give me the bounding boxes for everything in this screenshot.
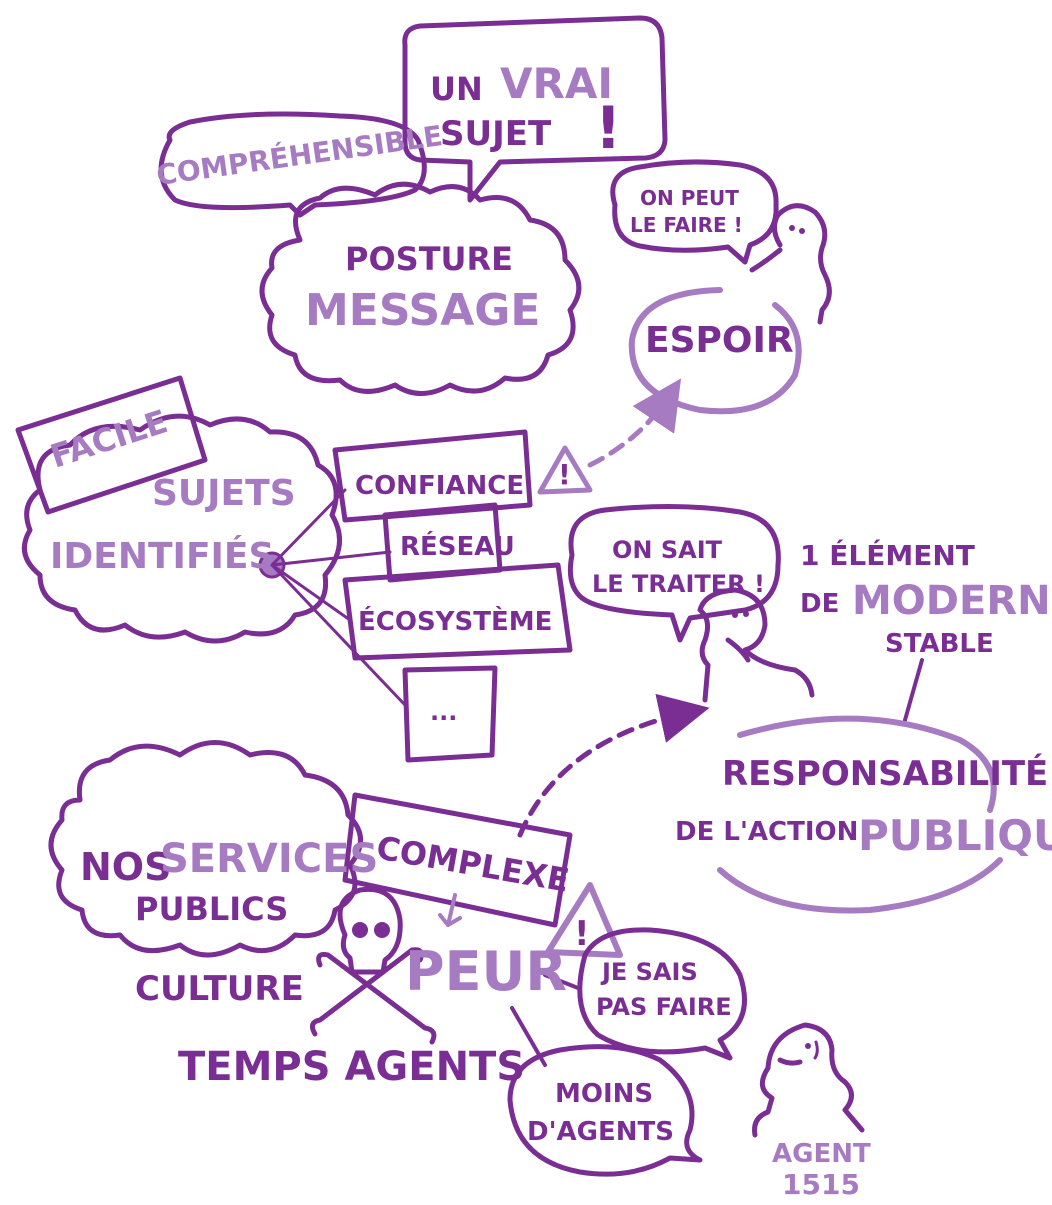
ecosysteme-label: ÉCOSYSTÈME: [358, 605, 552, 637]
agent-label-1: AGENT: [772, 1139, 871, 1169]
responsabilite-ellipse: [737, 715, 997, 813]
warning-triangle-icon: [537, 445, 593, 495]
posture-cloud: [259, 181, 582, 396]
confiance-label: CONFIANCE: [355, 471, 524, 501]
je-sais-label-2: PAS FAIRE: [596, 993, 732, 1021]
sujets-label: SUJETS: [152, 473, 296, 514]
espoir-circle: [628, 287, 802, 415]
person-icon-middle: [697, 587, 815, 703]
temps-agents-label: TEMPS AGENTS: [178, 1044, 525, 1090]
skull-crossbones-icon: [309, 886, 437, 1045]
arrow-complexe-responsabilite: [517, 693, 710, 838]
vrai-sujet-bubble: [402, 15, 668, 203]
exclamation-label: !: [595, 94, 621, 162]
confiance-box: [332, 429, 533, 523]
on-sait-label-1: ON SAIT: [612, 536, 723, 564]
un-label: UN: [430, 70, 483, 108]
services-label: SERVICES: [160, 836, 378, 882]
publique-label: PUBLIQUE: [858, 811, 1052, 860]
warning-label-bottom: !: [574, 914, 590, 954]
ecosysteme-box: [342, 562, 573, 661]
on-peut-bubble: [610, 159, 779, 265]
element-label-modernite: MODERNITÉ: [852, 576, 1052, 624]
vrai-label: VRAI: [500, 59, 613, 108]
facile-box: [15, 375, 208, 515]
identifies-label: IDENTIFIÉS: [50, 535, 274, 577]
person-icon-top: [772, 203, 832, 325]
espoir-label: ESPOIR: [645, 320, 794, 361]
publics-label: PUBLICS: [135, 890, 288, 928]
comprehensible-label: COMPRÉHENSIBLE: [154, 118, 444, 192]
complexe-box: [342, 792, 573, 928]
moins-label-2: D'AGENTS: [527, 1117, 674, 1147]
moins-bubble: [507, 1044, 703, 1177]
sujet-label: SUJET: [440, 114, 552, 154]
on-sait-bubble: [567, 503, 781, 643]
comprehensible-bubble: [158, 111, 427, 218]
ellipsis-box: [402, 665, 498, 763]
responsabilite-label: RESPONSABILITÉ: [722, 753, 1048, 794]
reseau-label: RÉSEAU: [400, 530, 515, 562]
on-peut-label-2: LE FAIRE !: [630, 213, 743, 237]
warning-label-middle: !: [558, 458, 571, 491]
element-label-de: DE: [800, 589, 839, 619]
peur-label: PEUR: [405, 940, 567, 1003]
sujets-cloud: [21, 413, 343, 644]
message-label: MESSAGE: [305, 285, 540, 336]
moins-label-1: MOINS: [555, 1079, 653, 1109]
de-l-action-label: DE L'ACTION: [675, 817, 858, 847]
nos-label: NOS: [80, 845, 171, 889]
on-peut-label-1: ON PEUT: [640, 186, 739, 210]
culture-label: CULTURE: [135, 969, 304, 1009]
agent-label-2: 1515: [782, 1168, 860, 1201]
je-sais-bubble: [577, 927, 747, 1061]
posture-label: POSTURE: [345, 240, 513, 278]
services-cloud: [48, 740, 363, 958]
ellipsis-label: ...: [430, 698, 457, 726]
je-sais-label-1: JE SAIS: [600, 958, 698, 986]
complexe-label: COMPLEXE: [374, 828, 572, 899]
on-sait-label-2: LE TRAITER !: [592, 570, 765, 598]
person-icon-agent: [752, 1022, 865, 1138]
arrow-confiance-espoir: [587, 378, 682, 468]
element-label-1: 1 ÉLÉMENT: [800, 538, 975, 572]
element-label-stable: STABLE: [885, 629, 994, 659]
